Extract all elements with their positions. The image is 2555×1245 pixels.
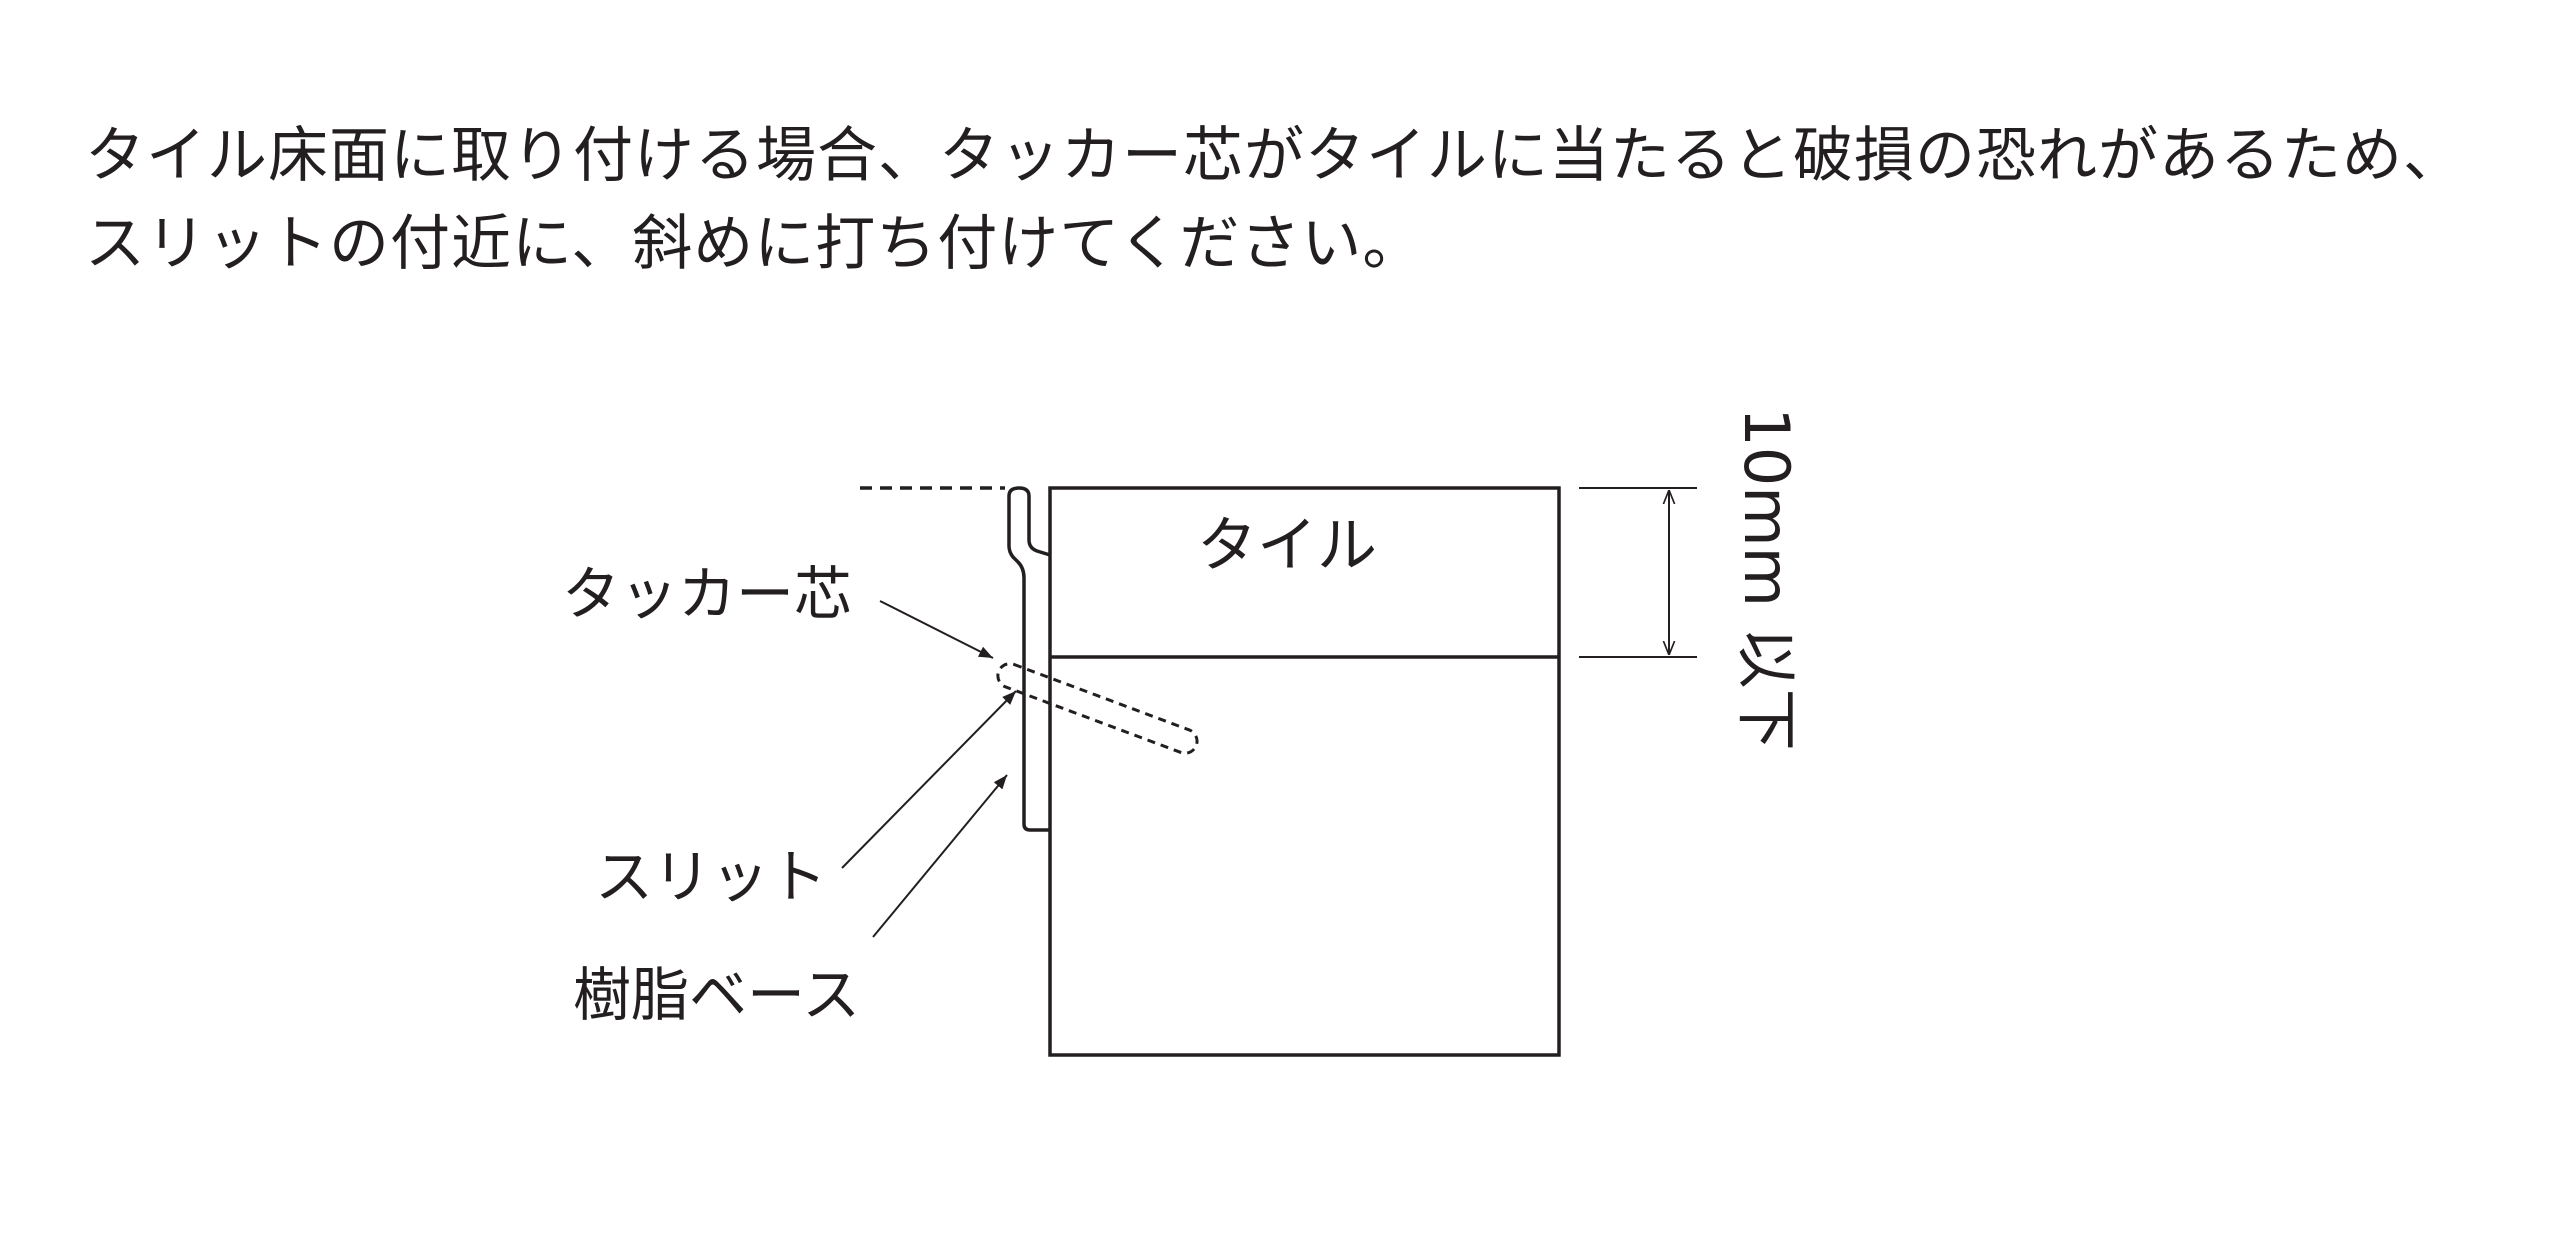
dimension-label: 10mm 以下 xyxy=(1730,407,1803,750)
instruction-line-1: タイル床面に取り付ける場合、タッカー芯がタイルに当たると破損の恐れがあるため、 xyxy=(85,121,2464,191)
resin-base-label: 樹脂ベース xyxy=(573,961,860,1029)
tile-label: タイル xyxy=(1197,511,1377,581)
resin-base-profile xyxy=(1007,486,1051,832)
staple-label: タッカー芯 xyxy=(562,560,852,628)
slit-label: スリット xyxy=(595,843,827,911)
base-leader-arrow xyxy=(872,774,1008,938)
slit-leader-arrow xyxy=(841,690,1017,869)
staple-leader-arrow xyxy=(879,600,994,659)
instruction-line-2: スリットの付近に、斜めに打ち付けてください。 xyxy=(85,209,1424,279)
tile-block xyxy=(1048,486,1561,1057)
